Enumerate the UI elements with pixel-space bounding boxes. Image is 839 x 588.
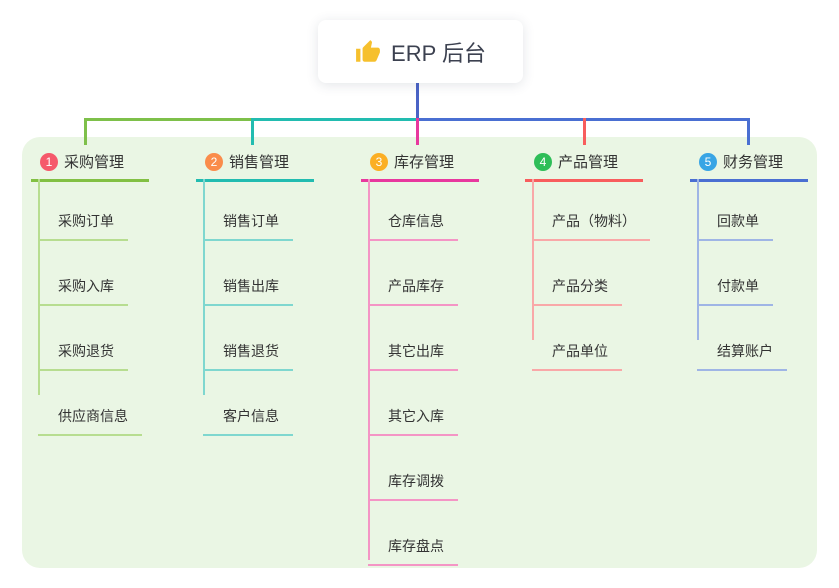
child-node[interactable]: 其它入库 [368,371,458,436]
branch-children: 仓库信息产品库存其它出库其它入库库存调拨库存盘点出库库明细 [361,182,479,588]
child-node[interactable]: 销售出库 [203,241,293,306]
child-node-label: 产品单位 [552,343,608,359]
child-node-label: 采购订单 [58,213,114,229]
branch-header[interactable]: 4 产品管理 [525,145,643,182]
branch: 2 销售管理销售订单销售出库销售退货客户信息 [196,145,314,436]
child-node-label: 回款单 [717,213,759,229]
child-node[interactable]: 销售退货 [203,306,293,371]
child-node-label: 采购退货 [58,343,114,359]
branch: 1 采购管理采购订单采购入库采购退货供应商信息 [31,145,149,436]
branch-header[interactable]: 1 采购管理 [31,145,149,182]
child-node-label: 库存盘点 [388,538,444,554]
child-node-label: 采购入库 [58,278,114,294]
content-panel [22,137,817,568]
root-node-label: ERP 后台 [391,40,486,66]
child-node-label: 结算账户 [717,343,773,359]
child-node[interactable]: 回款单 [697,182,773,241]
child-node-label: 产品分类 [552,278,608,294]
connector-branch-drop [251,118,254,145]
child-node[interactable]: 库存盘点 [368,501,458,566]
branch: 5 财务管理回款单付款单结算账户 [690,145,808,371]
child-node-label: 仓库信息 [388,213,444,229]
child-node-label: 销售出库 [223,278,279,294]
child-node[interactable]: 采购订单 [38,182,128,241]
connector-branch-drop [583,118,586,145]
child-node[interactable]: 采购退货 [38,306,128,371]
child-node[interactable]: 付款单 [697,241,773,306]
connector-bus-segment [84,118,253,121]
branch-number-badge: 4 [534,152,552,171]
branch-children: 产品（物料） 产品分类产品单位 [525,182,650,371]
branch-label: 库存管理 [394,154,455,171]
child-node-label: 产品（物料） [552,213,636,229]
branch: 4 产品管理产品（物料） 产品分类产品单位 [525,145,650,371]
connector-branch-drop [747,118,750,145]
child-node[interactable]: 其它出库 [368,306,458,371]
child-node-label: 产品库存 [388,278,444,294]
child-node[interactable]: 出库库明细 [368,566,472,588]
child-node-label: 库存调拨 [388,473,444,489]
branch-children: 采购订单采购入库采购退货供应商信息 [31,182,149,436]
child-node[interactable]: 销售订单 [203,182,293,241]
child-node-label: 销售退货 [223,343,279,359]
branch-children: 销售订单销售出库销售退货客户信息 [196,182,314,436]
branch-label: 产品管理 [558,154,619,171]
child-node-label: 其它入库 [388,408,444,424]
branch-children-line [38,179,40,395]
child-node[interactable]: 结算账户 [697,306,787,371]
branch-label: 销售管理 [229,154,290,171]
child-node[interactable]: 产品库存 [368,241,458,306]
child-node-label: 供应商信息 [58,408,128,424]
child-node-label: 客户信息 [223,408,279,424]
branch-number-badge: 5 [699,152,717,171]
branch-children-line [697,179,699,340]
branch-header[interactable]: 3 库存管理 [361,145,479,182]
connector-branch-drop [416,118,419,145]
branch-number-badge: 3 [370,152,388,171]
child-node[interactable]: 库存调拨 [368,436,458,501]
child-node-label: 销售订单 [223,213,279,229]
branch-children-line [532,179,534,340]
branch-children-line [203,179,205,395]
child-node-label: 付款单 [717,278,759,294]
root-node[interactable]: ERP 后台 [318,20,523,83]
child-node[interactable]: 产品（物料） [532,182,650,241]
connector-root-drop [416,83,419,120]
child-node[interactable]: 产品单位 [532,306,622,371]
child-node[interactable]: 供应商信息 [38,371,142,436]
branch-number-badge: 1 [40,152,58,171]
branch-label: 财务管理 [723,154,784,171]
connector-branch-drop [84,118,87,145]
branch: 3 库存管理仓库信息产品库存其它出库其它入库库存调拨库存盘点出库库明细 [361,145,479,588]
branch-header[interactable]: 2 销售管理 [196,145,314,182]
connector-bus-segment [253,118,418,121]
thumbs-up-icon [355,39,381,65]
child-node[interactable]: 仓库信息 [368,182,458,241]
child-node-label: 其它出库 [388,343,444,359]
child-node[interactable]: 客户信息 [203,371,293,436]
branch-children: 回款单付款单结算账户 [690,182,808,371]
branch-header[interactable]: 5 财务管理 [690,145,808,182]
branch-number-badge: 2 [205,152,223,171]
child-node[interactable]: 产品分类 [532,241,622,306]
branch-label: 采购管理 [64,154,125,171]
child-node[interactable]: 采购入库 [38,241,128,306]
